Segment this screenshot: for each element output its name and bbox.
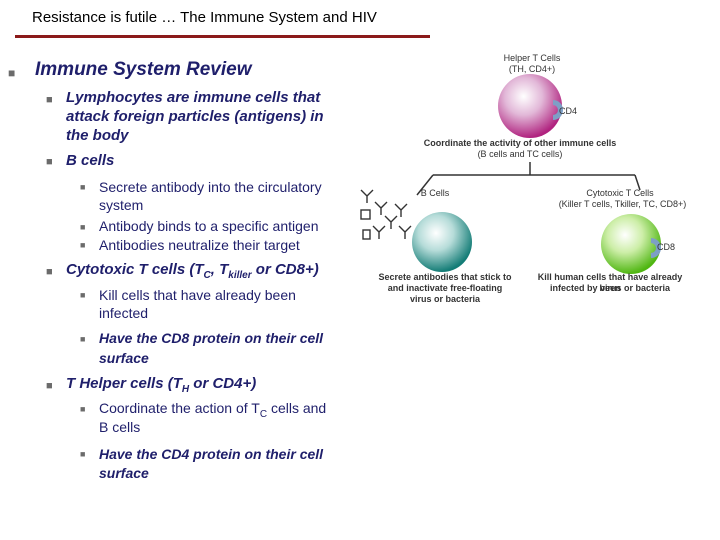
secrete-line3: virus or bacteria — [409, 294, 481, 304]
helper-sub-2b: surface — [99, 465, 149, 481]
bcell-sub-1: Secrete antibody into the circulatory — [99, 179, 322, 195]
bullet-icon: ■ — [46, 266, 53, 278]
bullet-icon: ■ — [80, 404, 86, 414]
cd4-label: CD4 — [559, 106, 578, 116]
slide-title: Resistance is futile … The Immune System… — [32, 9, 377, 26]
bcells-label: B Cells — [420, 188, 450, 198]
kill-line1: Kill human cells that have already been — [537, 272, 683, 293]
bullet-lymphocytes-line1: Lymphocytes are immune cells that — [66, 89, 321, 106]
cd8-receptor — [651, 238, 661, 258]
coordinate-text: Coordinate the activity of other immune … — [423, 138, 617, 148]
bullet-icon: ■ — [46, 380, 53, 392]
cyto-sub-1b: infected — [99, 305, 149, 321]
cyto-sub-2: Have the CD8 protein on their cell — [99, 330, 324, 346]
bullet-b-cells: B cells — [66, 152, 115, 169]
cd8-label: CD8 — [657, 242, 676, 252]
helper-sub-1b: B cells — [99, 419, 141, 435]
cyto-sub-1: Kill cells that have already been — [99, 287, 296, 303]
coordinate-sub: (B cells and TC cells) — [477, 149, 563, 159]
bullet-icon: ■ — [80, 182, 86, 192]
bullet-lymphocytes-line3: the body — [66, 127, 129, 144]
bullet-helper: T Helper cells (TH or CD4+) — [66, 375, 257, 395]
bullet-icon: ■ — [80, 240, 86, 250]
cd4-receptor — [553, 100, 563, 120]
bullet-icon: ■ — [80, 290, 86, 300]
cyto-sub: (Killer T cells, Tkiller, TC, CD8+) — [558, 199, 687, 209]
section-heading: Immune System Review — [35, 59, 252, 80]
immune-cells-diagram — [360, 74, 661, 274]
bcell-sub-2: Antibody binds to a specific antigen — [99, 218, 319, 234]
kill-line2: infected by virus or bacteria — [549, 283, 671, 293]
bullet-icon: ■ — [80, 222, 86, 232]
cyto-sub-2b: surface — [99, 350, 149, 366]
helper-t-cell — [498, 74, 562, 138]
bullet-icon: ■ — [80, 334, 86, 344]
cyto-title: Cytotoxic T Cells — [586, 188, 654, 198]
helper-sub-1: Coordinate the action of TC cells and — [99, 400, 327, 420]
bcell-sub-1b: system — [99, 197, 144, 213]
secrete-line1: Secrete antibodies that stick to — [378, 272, 512, 282]
bcell-sub-3: Antibodies neutralize their target — [99, 237, 300, 253]
helper-sub-2: Have the CD4 protein on their cell — [99, 446, 324, 462]
bullet-lymphocytes-line2: attack foreign particles (antigens) in — [66, 108, 324, 125]
title-underline — [15, 35, 430, 38]
bullet-icon: ■ — [8, 66, 16, 80]
cytotoxic-t-cell — [601, 214, 661, 274]
bullet-icon: ■ — [46, 156, 53, 168]
helper-title: Helper T Cells — [503, 53, 561, 63]
secrete-line2: and inactivate free-floating — [387, 283, 503, 293]
helper-sub: (TH, CD4+) — [508, 64, 556, 74]
b-cell — [412, 212, 472, 272]
bullet-icon: ■ — [46, 94, 53, 106]
bullet-icon: ■ — [80, 449, 86, 459]
antibodies-icon — [360, 189, 412, 240]
bullet-cytotoxic: Cytotoxic T cells (TC, Tkiller or CD8+) — [66, 261, 319, 281]
